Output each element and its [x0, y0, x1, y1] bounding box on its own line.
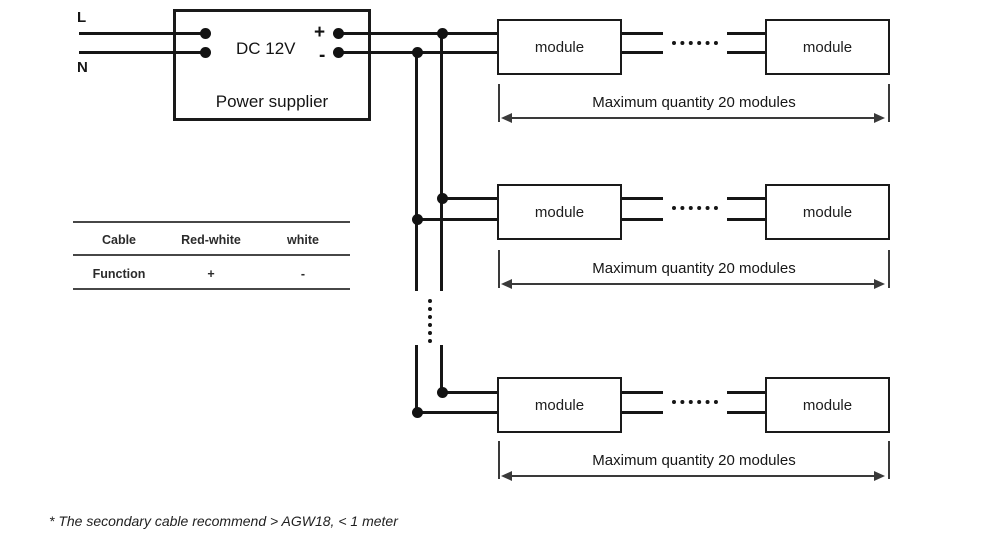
terminal-dot-plus [333, 28, 344, 39]
bus-plus-upper [440, 32, 443, 291]
line-l-label: L [77, 9, 87, 26]
terminal-dot-n [200, 47, 211, 58]
table-rule-middle [73, 254, 350, 256]
table-cell-plus: + [207, 267, 215, 281]
junction-dot-plus-row3 [437, 387, 448, 398]
max-quantity-label: Maximum quantity 20 modules [592, 452, 796, 469]
module-stub [727, 411, 765, 414]
module-stub [727, 391, 765, 394]
terminal-dot-l [200, 28, 211, 39]
module-stub [727, 32, 765, 35]
table-header-cable: Cable [101, 233, 137, 247]
module-label: module [534, 38, 585, 56]
arrowhead-left-icon [501, 113, 512, 123]
bus-minus-upper [415, 51, 418, 291]
arrowhead-left-icon [501, 279, 512, 289]
chain-continuation-dotted [672, 206, 718, 210]
module-label: module [802, 203, 853, 221]
dimension-arrow-line [510, 475, 874, 477]
minus-terminal-label: - [319, 45, 326, 66]
dimension-arrow-line [510, 117, 874, 119]
junction-dot-plus-row1 [437, 28, 448, 39]
module-box: module [497, 184, 622, 240]
max-quantity-label: Maximum quantity 20 modules [592, 94, 796, 111]
module-stub [622, 197, 663, 200]
module-box: module [765, 377, 890, 433]
branch-plus-row3 [440, 391, 497, 394]
module-stub [622, 51, 663, 54]
line-n-label: N [77, 59, 88, 76]
max-quantity-label: Maximum quantity 20 modules [592, 260, 796, 277]
module-label: module [802, 38, 853, 56]
module-stub [727, 218, 765, 221]
table-rule-top [73, 221, 350, 223]
bus-plus-lower [440, 345, 443, 394]
module-box: module [497, 19, 622, 75]
module-stub [727, 197, 765, 200]
wire-line-n [79, 51, 205, 54]
power-supplier-title: Power supplier [215, 92, 329, 111]
bus-continuation-dotted [428, 299, 432, 343]
branch-minus-row2 [415, 218, 497, 221]
dimension-arrow-line [510, 283, 874, 285]
module-box: module [497, 377, 622, 433]
dc-voltage-label: DC 12V [236, 39, 296, 58]
table-header-white: white [287, 233, 319, 247]
module-stub [727, 51, 765, 54]
module-stub [622, 218, 663, 221]
table-header-red-white: Red-white [181, 233, 241, 247]
module-stub [622, 32, 663, 35]
branch-minus-row3 [415, 411, 497, 414]
module-label: module [534, 396, 585, 414]
arrowhead-right-icon [874, 113, 885, 123]
dimension-tick [498, 441, 500, 479]
junction-dot-minus-row2 [412, 214, 423, 225]
dimension-tick [888, 441, 890, 479]
module-stub [622, 391, 663, 394]
power-supplier-box [173, 9, 371, 121]
terminal-dot-minus [333, 47, 344, 58]
wire-plus-row1 [338, 32, 497, 35]
module-label: module [534, 203, 585, 221]
table-cell-minus: - [300, 267, 306, 281]
arrowhead-right-icon [874, 471, 885, 481]
arrowhead-right-icon [874, 279, 885, 289]
module-label: module [802, 396, 853, 414]
table-rule-bottom [73, 288, 350, 290]
table-cell-function: Function [92, 267, 146, 281]
module-box: module [765, 184, 890, 240]
chain-continuation-dotted [672, 41, 718, 45]
bus-minus-lower [415, 345, 418, 414]
junction-dot-minus-row3 [412, 407, 423, 418]
module-box: module [765, 19, 890, 75]
junction-dot-plus-row2 [437, 193, 448, 204]
junction-dot-minus-row1 [412, 47, 423, 58]
dimension-tick [498, 250, 500, 288]
module-stub [622, 411, 663, 414]
dimension-tick [888, 84, 890, 122]
plus-terminal-label: + [314, 22, 326, 43]
arrowhead-left-icon [501, 471, 512, 481]
wire-line-l [79, 32, 205, 35]
dimension-tick [498, 84, 500, 122]
dimension-tick [888, 250, 890, 288]
footnote: * The secondary cable recommend > AGW18,… [49, 513, 398, 529]
branch-plus-row2 [440, 197, 497, 200]
chain-continuation-dotted [672, 400, 718, 404]
